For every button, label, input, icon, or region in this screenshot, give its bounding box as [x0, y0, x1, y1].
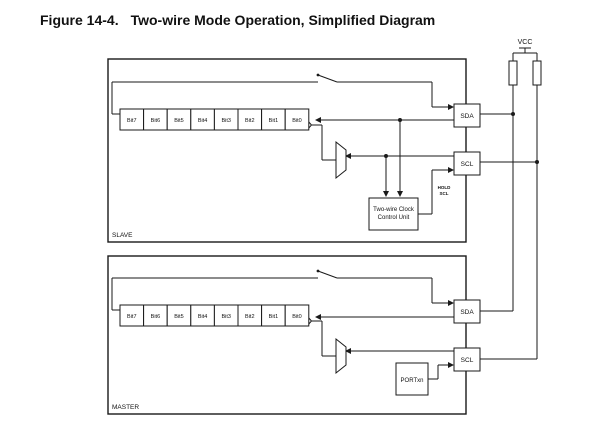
master-shift-register: Bit7 Bit6 Bit5 Bit4 Bit3 Bit2 Bit1 Bit0 — [119, 304, 313, 327]
master-mux-to-register — [312, 320, 336, 357]
port-label: PORTxn — [401, 378, 424, 384]
master-bit2: Bit2 — [245, 314, 254, 320]
clock-unit-line1: Two-wire Clock — [373, 207, 415, 213]
slave-clock-control-unit — [368, 197, 419, 231]
slave-label: SLAVE — [112, 232, 133, 239]
slave-bit4: Bit4 — [198, 118, 207, 124]
slave-bit3: Bit3 — [221, 118, 230, 124]
master-bit0: Bit0 — [292, 314, 301, 320]
slave-bit7: Bit7 — [127, 118, 136, 124]
slave-bit2: Bit2 — [245, 118, 254, 124]
slave-bit5: Bit5 — [174, 118, 183, 124]
master-bit5: Bit5 — [174, 314, 183, 320]
slave-scl-label: SCL — [461, 161, 474, 168]
scl-pullup-resistor — [532, 60, 542, 86]
master-sda-output-path — [111, 269, 454, 311]
master-bit4: Bit4 — [198, 314, 207, 320]
master-scl-label: SCL — [461, 357, 474, 364]
slave-mux-to-register — [312, 124, 336, 161]
slave-sda-output-path — [111, 73, 454, 115]
sda-pullup-resistor — [508, 60, 518, 86]
slave-sda-pin — [453, 103, 481, 128]
slave-bit6: Bit6 — [151, 118, 160, 124]
master-port-to-scl — [428, 362, 454, 380]
slave-sda-input-path — [315, 117, 454, 197]
hold-scl-label-line1: HOLD — [438, 185, 451, 190]
master-label: MASTER — [112, 404, 139, 411]
slave-sda-label: SDA — [460, 113, 474, 120]
slave-bit1: Bit1 — [269, 118, 278, 124]
slave-scl-pin — [453, 151, 481, 176]
hold-scl-label-line2: SCL — [440, 191, 449, 196]
slave-scl-input-path — [345, 153, 454, 197]
slave-hold-scl-path — [418, 167, 454, 215]
master-clock-mux — [335, 337, 347, 375]
master-sda-label: SDA — [460, 309, 474, 316]
vcc-label: VCC — [518, 39, 533, 46]
master-clock-input-marker — [308, 317, 313, 325]
master-bit6: Bit6 — [151, 314, 160, 320]
slave-clock-mux — [335, 140, 347, 180]
figure-title: Figure 14-4. Two-wire Mode Operation, Sim… — [40, 12, 435, 28]
master-bit0-cell — [284, 304, 310, 327]
slave-shift-register: Bit7 Bit6 Bit5 Bit4 Bit3 Bit2 Bit1 Bit0 — [119, 108, 313, 131]
slave-clock-input-marker — [308, 121, 313, 129]
figure-number: Figure 14-4. — [40, 12, 119, 28]
slave-bit0: Bit0 — [292, 118, 301, 124]
clock-unit-line2: Control Unit — [378, 215, 410, 221]
slave-bit0-cell — [284, 108, 310, 131]
master-bit1: Bit1 — [269, 314, 278, 320]
master-bit3: Bit3 — [221, 314, 230, 320]
figure-caption: Two-wire Mode Operation, Simplified Diag… — [130, 12, 436, 28]
master-bit7: Bit7 — [127, 314, 136, 320]
